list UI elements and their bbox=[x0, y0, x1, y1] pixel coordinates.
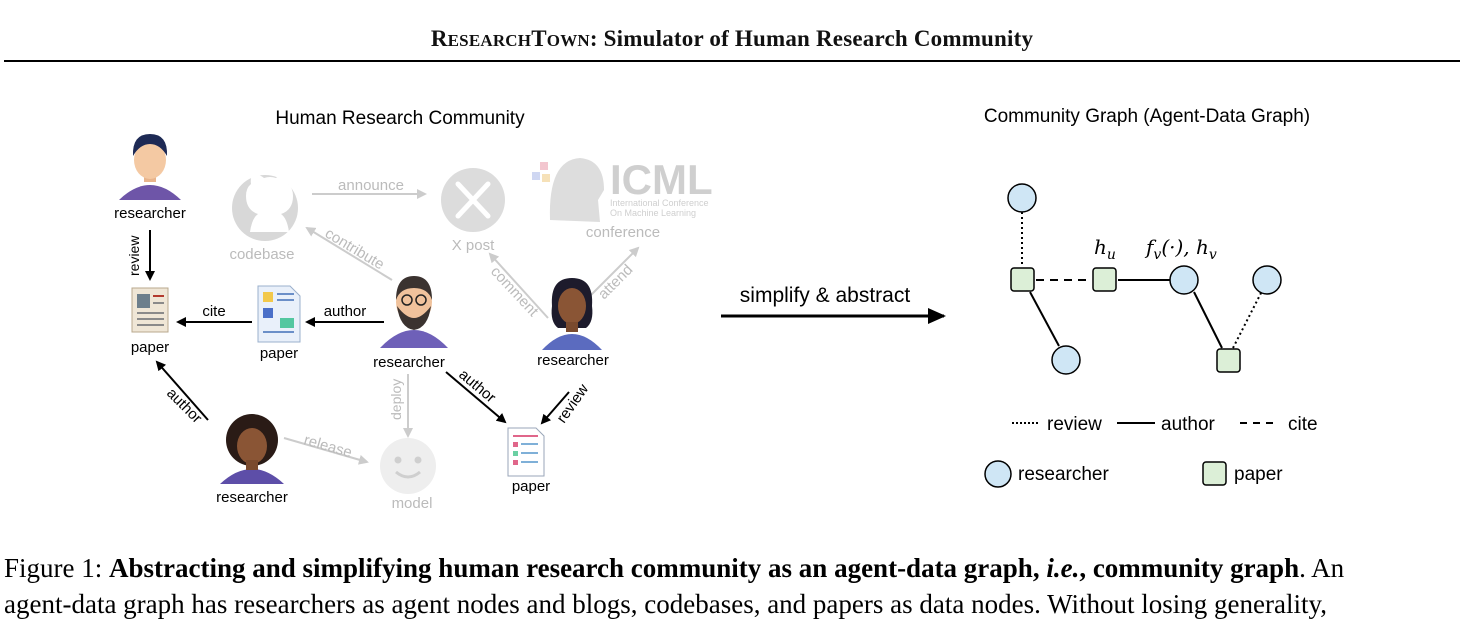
caption-line-2: agent-data graph has researchers as agen… bbox=[4, 589, 1327, 619]
graph-researcher-node-4 bbox=[1051, 345, 1081, 375]
graph-paper-node-3 bbox=[1216, 348, 1241, 373]
paper-mid-icon bbox=[257, 285, 301, 343]
x-post-label: X post bbox=[452, 237, 495, 254]
legend-cite-label: cite bbox=[1288, 414, 1318, 435]
author-bottom-edge bbox=[155, 360, 209, 421]
graph-researcher-node-3 bbox=[1252, 265, 1282, 295]
researcher-right-label: researcher bbox=[537, 352, 609, 369]
icml-logo-subtitle-1: International Conference bbox=[610, 198, 709, 208]
researcher-top-avatar-icon bbox=[119, 134, 181, 200]
paper-bottom-label: paper bbox=[512, 478, 550, 495]
author-bottom-label: author bbox=[163, 385, 205, 427]
cite-label: cite bbox=[202, 303, 225, 320]
icml-logo-text: ICML bbox=[610, 156, 713, 203]
paper-bottom-icon bbox=[507, 427, 545, 477]
simplify-abstract-label: simplify & abstract bbox=[740, 284, 911, 307]
github-codebase-icon bbox=[232, 174, 298, 241]
announce-label: announce bbox=[338, 177, 404, 194]
page-header: RESEARCHTOWN: Simulator of Human Researc… bbox=[430, 26, 1034, 51]
comment-label: comment bbox=[487, 263, 542, 320]
legend-review-label: review bbox=[1047, 414, 1102, 435]
graph-paper-node-1 bbox=[1010, 267, 1035, 292]
researcher-bottom-avatar-icon bbox=[220, 414, 284, 484]
comment-edge bbox=[488, 252, 549, 319]
figure-canvas: Human Research Community researcher revi… bbox=[114, 106, 1318, 512]
left-panel-title: Human Research Community bbox=[275, 108, 525, 129]
math-hu-label: hu bbox=[1094, 235, 1116, 263]
legend-researcher-node bbox=[984, 460, 1012, 488]
deploy-label: deploy bbox=[388, 379, 404, 420]
release-edge bbox=[283, 437, 369, 465]
model-label: model bbox=[392, 495, 433, 512]
contribute-edge bbox=[305, 226, 393, 281]
researcher-center-avatar-icon bbox=[380, 276, 448, 348]
researcher-bottom-label: researcher bbox=[216, 489, 288, 506]
author-center-bottom-edge bbox=[445, 371, 507, 424]
legend-researcher-label: researcher bbox=[1018, 464, 1109, 485]
right-panel-title: Community Graph (Agent-Data Graph) bbox=[984, 106, 1310, 127]
contribute-label: contribute bbox=[322, 225, 387, 273]
review-right-edge bbox=[540, 391, 570, 425]
paper-left-label: paper bbox=[131, 339, 169, 356]
author-center-label: author bbox=[324, 303, 367, 320]
graph-researcher-node-1 bbox=[1007, 183, 1037, 213]
review-top-label: review bbox=[126, 235, 142, 276]
paper-mid-label: paper bbox=[260, 345, 298, 362]
paper-left-icon bbox=[131, 287, 169, 333]
icml-logo-icon bbox=[532, 158, 604, 222]
conference-label: conference bbox=[586, 224, 660, 241]
attend-edge bbox=[589, 246, 640, 297]
header-rule bbox=[4, 60, 1460, 62]
caption-line-1: Figure 1: Abstracting and simplifying hu… bbox=[4, 553, 1345, 583]
graph-paper-node-2 bbox=[1092, 267, 1117, 292]
graph-researcher-node-2 bbox=[1169, 265, 1199, 295]
graph-review-edge-2 bbox=[1232, 292, 1262, 349]
figure-caption: Figure 1: Abstracting and simplifying hu… bbox=[4, 550, 1464, 622]
researcher-right-avatar-icon bbox=[542, 278, 602, 350]
release-label: release bbox=[302, 432, 354, 462]
legend-author-label: author bbox=[1161, 414, 1216, 435]
graph-author-edge-3 bbox=[1193, 291, 1223, 349]
researcher-top-label: researcher bbox=[114, 205, 186, 222]
researcher-center-label: researcher bbox=[373, 354, 445, 371]
legend-paper-label: paper bbox=[1234, 464, 1283, 485]
codebase-label: codebase bbox=[229, 246, 294, 263]
graph-author-edge-2 bbox=[1029, 291, 1060, 347]
attend-label: attend bbox=[595, 261, 637, 303]
hugging-face-model-icon bbox=[380, 438, 436, 494]
icml-logo-subtitle-2: On Machine Learning bbox=[610, 208, 696, 218]
legend-paper-node bbox=[1202, 461, 1227, 486]
x-post-icon bbox=[441, 168, 505, 232]
math-fv-hv-label: fv(·), hv bbox=[1144, 235, 1217, 263]
